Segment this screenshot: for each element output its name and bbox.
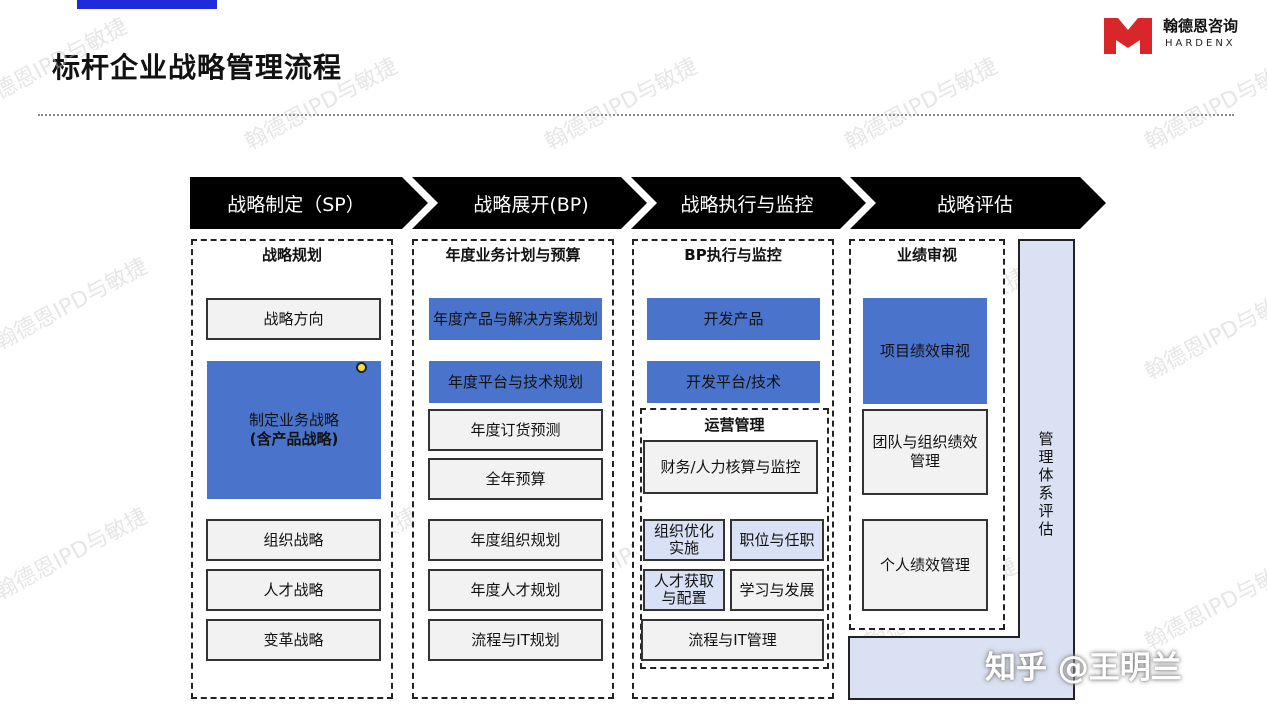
box-individual-performance: 个人绩效管理 <box>862 519 988 611</box>
logo <box>1102 14 1252 60</box>
group-header-operations: 运营管理 <box>704 416 765 434</box>
box-annual-org-plan: 年度组织规划 <box>428 519 603 561</box>
watermark-text: 翰德恩IPD与敏捷 <box>1141 54 1267 155</box>
column-header-performance-review: 业绩审视 <box>896 246 957 264</box>
box-annual-talent-plan: 年度人才规划 <box>428 569 603 611</box>
box-annual-budget: 全年预算 <box>428 458 603 500</box>
stage-label-sp: 战略制定（SP） <box>227 193 365 216</box>
box-org-strategy: 组织战略 <box>206 519 381 561</box>
divider <box>38 114 1234 116</box>
box-develop-platform: 开发平台/技术 <box>647 361 820 403</box>
box-finance-hr-monitor: 财务/人力核算与监控 <box>643 440 818 494</box>
column-header-annual-plan: 年度业务计划与预算 <box>445 246 581 264</box>
stage-chevron-3 <box>631 177 866 229</box>
stage-chevron-1 <box>190 177 428 229</box>
logo-mark-icon <box>1104 18 1152 54</box>
box-annual-platform-plan: 年度平台与技术规划 <box>429 361 602 403</box>
box-project-performance-review: 项目绩效审视 <box>863 298 987 404</box>
column-header-bp-execution: BP执行与监控 <box>684 246 782 264</box>
column-header-strategy-planning: 战略规划 <box>261 246 322 264</box>
box-order-forecast: 年度订货预测 <box>428 409 603 451</box>
stage-label-evaluation: 战略评估 <box>936 193 1013 216</box>
box-org-optimization: 组织优化实施 <box>643 519 725 561</box>
zhihu-watermark: 知乎 @王明兰 <box>985 650 1182 686</box>
stage-chevron-4 <box>850 177 1106 229</box>
box-annual-product-plan: 年度产品与解决方案规划 <box>429 298 602 340</box>
watermark-text: 翰德恩IPD与敏捷 <box>841 54 1002 155</box>
stage-label-bp: 战略展开(BP) <box>473 193 589 216</box>
label-management-system-eval: 管理体系评估 <box>1038 430 1054 538</box>
box-develop-product: 开发产品 <box>647 298 820 340</box>
stage-banner <box>190 177 1106 229</box>
stage-chevron-2 <box>412 177 647 229</box>
box-business-strategy-line1: 制定业务战略 <box>248 411 339 429</box>
box-strategy-direction: 战略方向 <box>206 298 381 340</box>
top-accent-bar <box>77 0 217 9</box>
box-process-it-management: 流程与IT管理 <box>641 619 824 661</box>
box-talent-acquisition: 人才获取与配置 <box>643 569 725 611</box>
box-position-qualification: 职位与任职 <box>730 519 824 561</box>
watermark-text: 翰德恩IPD与敏捷 <box>1141 284 1267 385</box>
box-talent-strategy: 人才战略 <box>206 569 381 611</box>
watermark-text: 翰德恩IPD与敏捷 <box>0 254 152 355</box>
box-learning-development: 学习与发展 <box>730 569 824 611</box>
watermark-text: 翰德恩IPD与敏捷 <box>1141 554 1267 655</box>
box-transformation-strategy: 变革战略 <box>206 619 381 661</box>
highlight-dot <box>356 362 367 373</box>
stage-label-execution: 战略执行与监控 <box>680 193 814 216</box>
logo-text-cn: 翰德恩咨询 <box>1163 17 1239 35</box>
watermark-text: 翰德恩IPD与敏捷 <box>541 54 702 155</box>
logo-text-en: HARDENX <box>1165 38 1236 49</box>
watermark-text: 翰德恩IPD与敏捷 <box>0 504 152 605</box>
box-business-strategy: 制定业务战略 (含产品战略) <box>207 361 381 499</box>
management-system-eval-shape <box>848 239 1075 700</box>
box-team-org-performance: 团队与组织绩效管理 <box>862 409 988 495</box>
box-business-strategy-line2: (含产品战略) <box>249 430 339 448</box>
page-title: 标杆企业战略管理流程 <box>52 51 343 84</box>
box-process-it-plan: 流程与IT规划 <box>428 619 603 661</box>
